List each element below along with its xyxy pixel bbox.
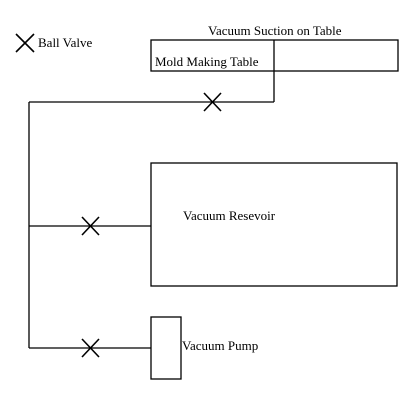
ball-valve-icon (203, 92, 222, 112)
legend: Ball Valve (15, 33, 93, 53)
ball-valve-icon (81, 216, 100, 236)
vacuum-pump-label: Vacuum Pump (182, 338, 258, 353)
mold-table-label: Mold Making Table (155, 54, 259, 69)
ball-valve-icon (81, 338, 100, 358)
vacuum-reservoir-box (150, 162, 398, 287)
ball-valve-icon (15, 33, 35, 53)
vacuum-pump-box (150, 316, 182, 380)
vacuum-suction-label: Vacuum Suction on Table (208, 23, 342, 38)
vacuum-reservoir-label: Vacuum Resevoir (183, 208, 276, 223)
legend-label: Ball Valve (38, 35, 93, 50)
